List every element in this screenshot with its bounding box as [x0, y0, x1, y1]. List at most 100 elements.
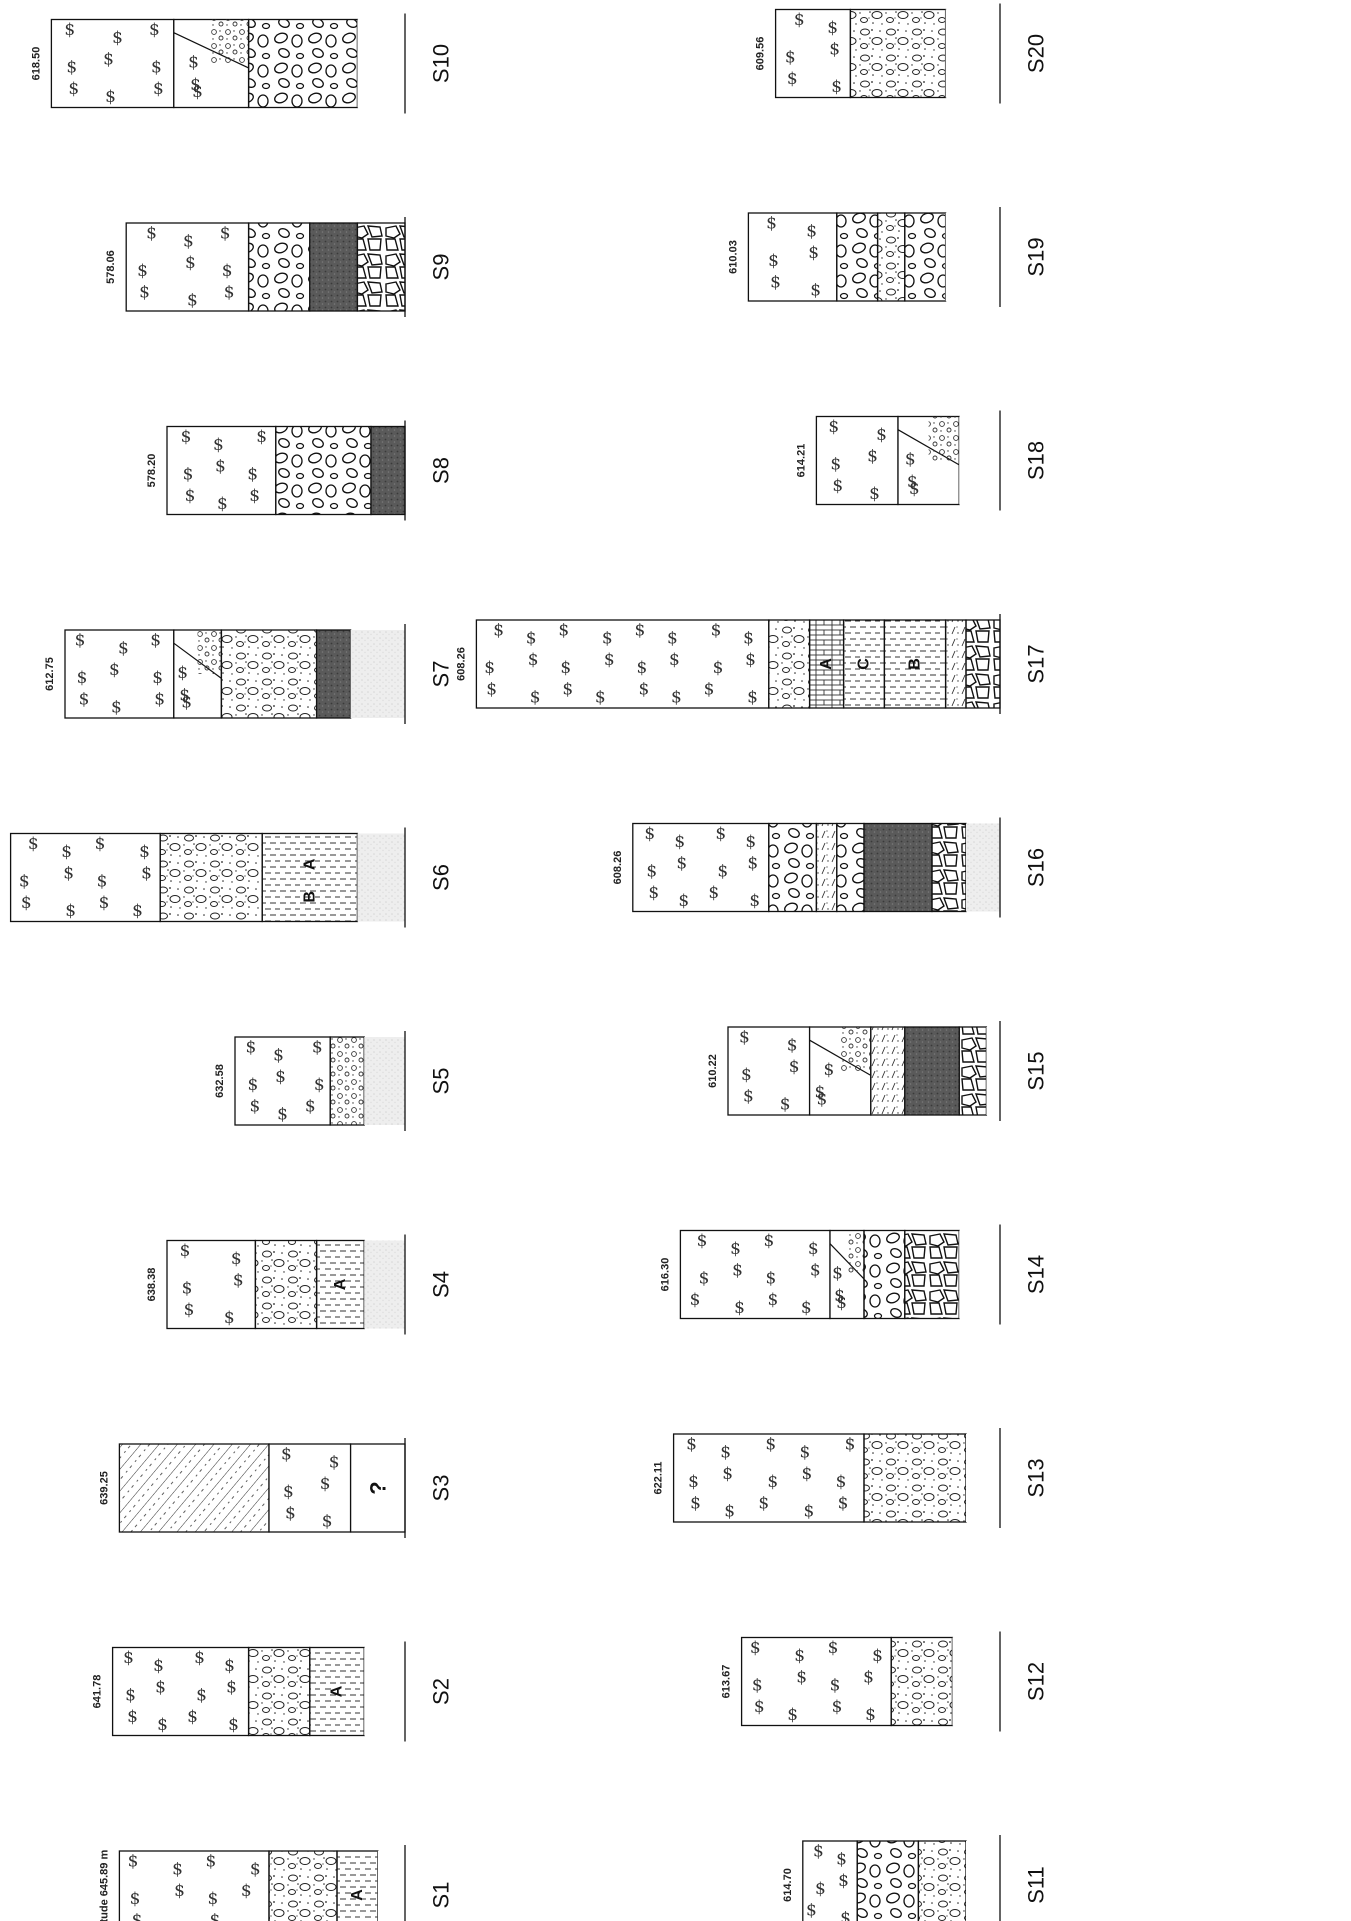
- soil-symbol: $: [909, 479, 920, 499]
- layer-boulders: [905, 1231, 959, 1319]
- soil-symbol: $: [141, 864, 152, 884]
- soil-symbol: $: [222, 261, 233, 281]
- altitude-label: 641.78: [92, 1675, 104, 1709]
- layer-gravel: [864, 1434, 966, 1522]
- soil-symbol: $: [634, 621, 645, 641]
- soil-symbol: $: [765, 1269, 776, 1289]
- layer-boulders: [959, 1027, 986, 1115]
- soil-symbol: $: [699, 1269, 710, 1289]
- soil-symbol: $: [152, 668, 163, 688]
- soil-symbol: $: [97, 872, 108, 892]
- layer-soil: [748, 213, 836, 301]
- soil-symbol: $: [741, 1065, 752, 1085]
- soil-symbol: $: [283, 1482, 294, 1502]
- section-s1: Altitude 645.89 m$$$$$$$$$$$$AS1: [98, 1845, 453, 1921]
- layer-blank: [959, 1231, 1000, 1319]
- soil-symbol: $: [813, 1842, 824, 1862]
- layer-boulders: [357, 223, 405, 311]
- soil-symbol: $: [869, 484, 880, 504]
- layer-mixed-gravel: [198, 630, 222, 674]
- soil-symbol: $: [21, 893, 32, 913]
- soil-symbol: $: [233, 1271, 244, 1291]
- layer-label: A: [332, 1278, 349, 1290]
- soil-symbol: $: [127, 1707, 138, 1727]
- soil-symbol: $: [765, 1435, 776, 1455]
- soil-symbol: $: [493, 621, 504, 641]
- soil-symbol: $: [787, 69, 798, 89]
- soil-symbol: $: [118, 639, 129, 659]
- soil-symbol: $: [226, 1678, 237, 1698]
- soil-symbol: $: [768, 251, 779, 271]
- soil-symbol: $: [801, 1298, 812, 1318]
- soil-symbol: $: [745, 650, 756, 670]
- section-id-label: S13: [1024, 1458, 1049, 1497]
- layer-sandslash: [816, 824, 836, 912]
- layer-sandslash: [946, 620, 966, 708]
- soil-symbol: $: [99, 893, 110, 913]
- section-id-label: S12: [1024, 1662, 1049, 1701]
- layer-dark: [317, 630, 351, 718]
- soil-symbol: $: [905, 449, 916, 469]
- soil-symbol: $: [787, 1036, 798, 1056]
- section-s13: 622.11$$$$$$$$$$$$$$$S13: [653, 1428, 1049, 1528]
- soil-symbol: $: [153, 79, 164, 99]
- soil-symbol: $: [95, 834, 106, 854]
- soil-symbol: $: [130, 1889, 141, 1909]
- soil-symbol: $: [320, 1474, 331, 1494]
- soil-symbol: $: [734, 1298, 745, 1318]
- section-column: 609.56$$$$$$S20: [755, 4, 1049, 104]
- layer-label: B: [301, 891, 318, 903]
- soil-symbol: $: [767, 1472, 778, 1492]
- soil-symbol: $: [174, 1881, 185, 1901]
- soil-symbol: $: [68, 79, 79, 99]
- soil-symbol: $: [845, 1435, 856, 1455]
- soil-symbol: $: [250, 1860, 261, 1880]
- layer-boulders: [966, 620, 1000, 708]
- section-column: 639.25$$$$$$?S3: [98, 1438, 453, 1538]
- soil-symbol: $: [770, 272, 781, 292]
- section-id-label: S2: [429, 1678, 454, 1705]
- soil-symbol: $: [836, 1472, 847, 1492]
- soil-symbol: $: [183, 232, 194, 252]
- soil-symbol: $: [19, 872, 30, 892]
- soil-symbol: $: [79, 689, 90, 709]
- layer-gravel: [918, 1841, 966, 1921]
- soil-symbol: $: [708, 883, 719, 903]
- section-s3: 639.25$$$$$$?S3: [98, 1438, 453, 1538]
- layer-lightgray: [357, 834, 405, 922]
- soil-symbol: $: [752, 1676, 763, 1696]
- soil-symbol: $: [322, 1511, 333, 1531]
- soil-symbol: $: [763, 1231, 774, 1251]
- layer-gravel: [769, 620, 810, 708]
- layer-gravel: [850, 10, 945, 98]
- soil-symbol: $: [780, 1094, 791, 1114]
- soil-symbol: $: [137, 261, 148, 281]
- layer-boulders: [932, 824, 966, 912]
- soil-symbol: $: [671, 687, 682, 707]
- soil-symbol: $: [172, 1860, 183, 1880]
- soil-symbol: $: [806, 1900, 817, 1920]
- layer-clayA: [337, 1851, 378, 1921]
- section-id-label: S18: [1024, 441, 1049, 480]
- soil-symbol: $: [205, 1852, 216, 1872]
- section-id-label: S16: [1024, 848, 1049, 887]
- section-s6: 618.15$$$$$$$$$$$$ABS6: [0, 828, 453, 928]
- soil-symbol: $: [767, 1290, 778, 1310]
- soil-symbol: $: [66, 58, 77, 78]
- layer-label: ?: [365, 1481, 390, 1494]
- layer-lightgray: [364, 1241, 405, 1329]
- altitude-label: 612.75: [44, 657, 56, 691]
- soil-symbol: $: [150, 631, 161, 651]
- soil-symbol: $: [758, 1493, 769, 1513]
- section-id-label: S20: [1024, 34, 1049, 73]
- soil-symbol: $: [739, 1028, 750, 1048]
- section-id-label: S15: [1024, 1051, 1049, 1090]
- soil-symbol: $: [808, 1239, 819, 1259]
- layer-blank: [966, 1841, 1000, 1921]
- soil-symbol: $: [832, 1263, 843, 1283]
- soil-symbol: $: [484, 658, 495, 678]
- soil-symbol: $: [832, 1697, 843, 1717]
- soil-symbol: $: [686, 1435, 697, 1455]
- soil-symbol: $: [602, 629, 613, 649]
- layer-pebbles: [864, 1231, 905, 1319]
